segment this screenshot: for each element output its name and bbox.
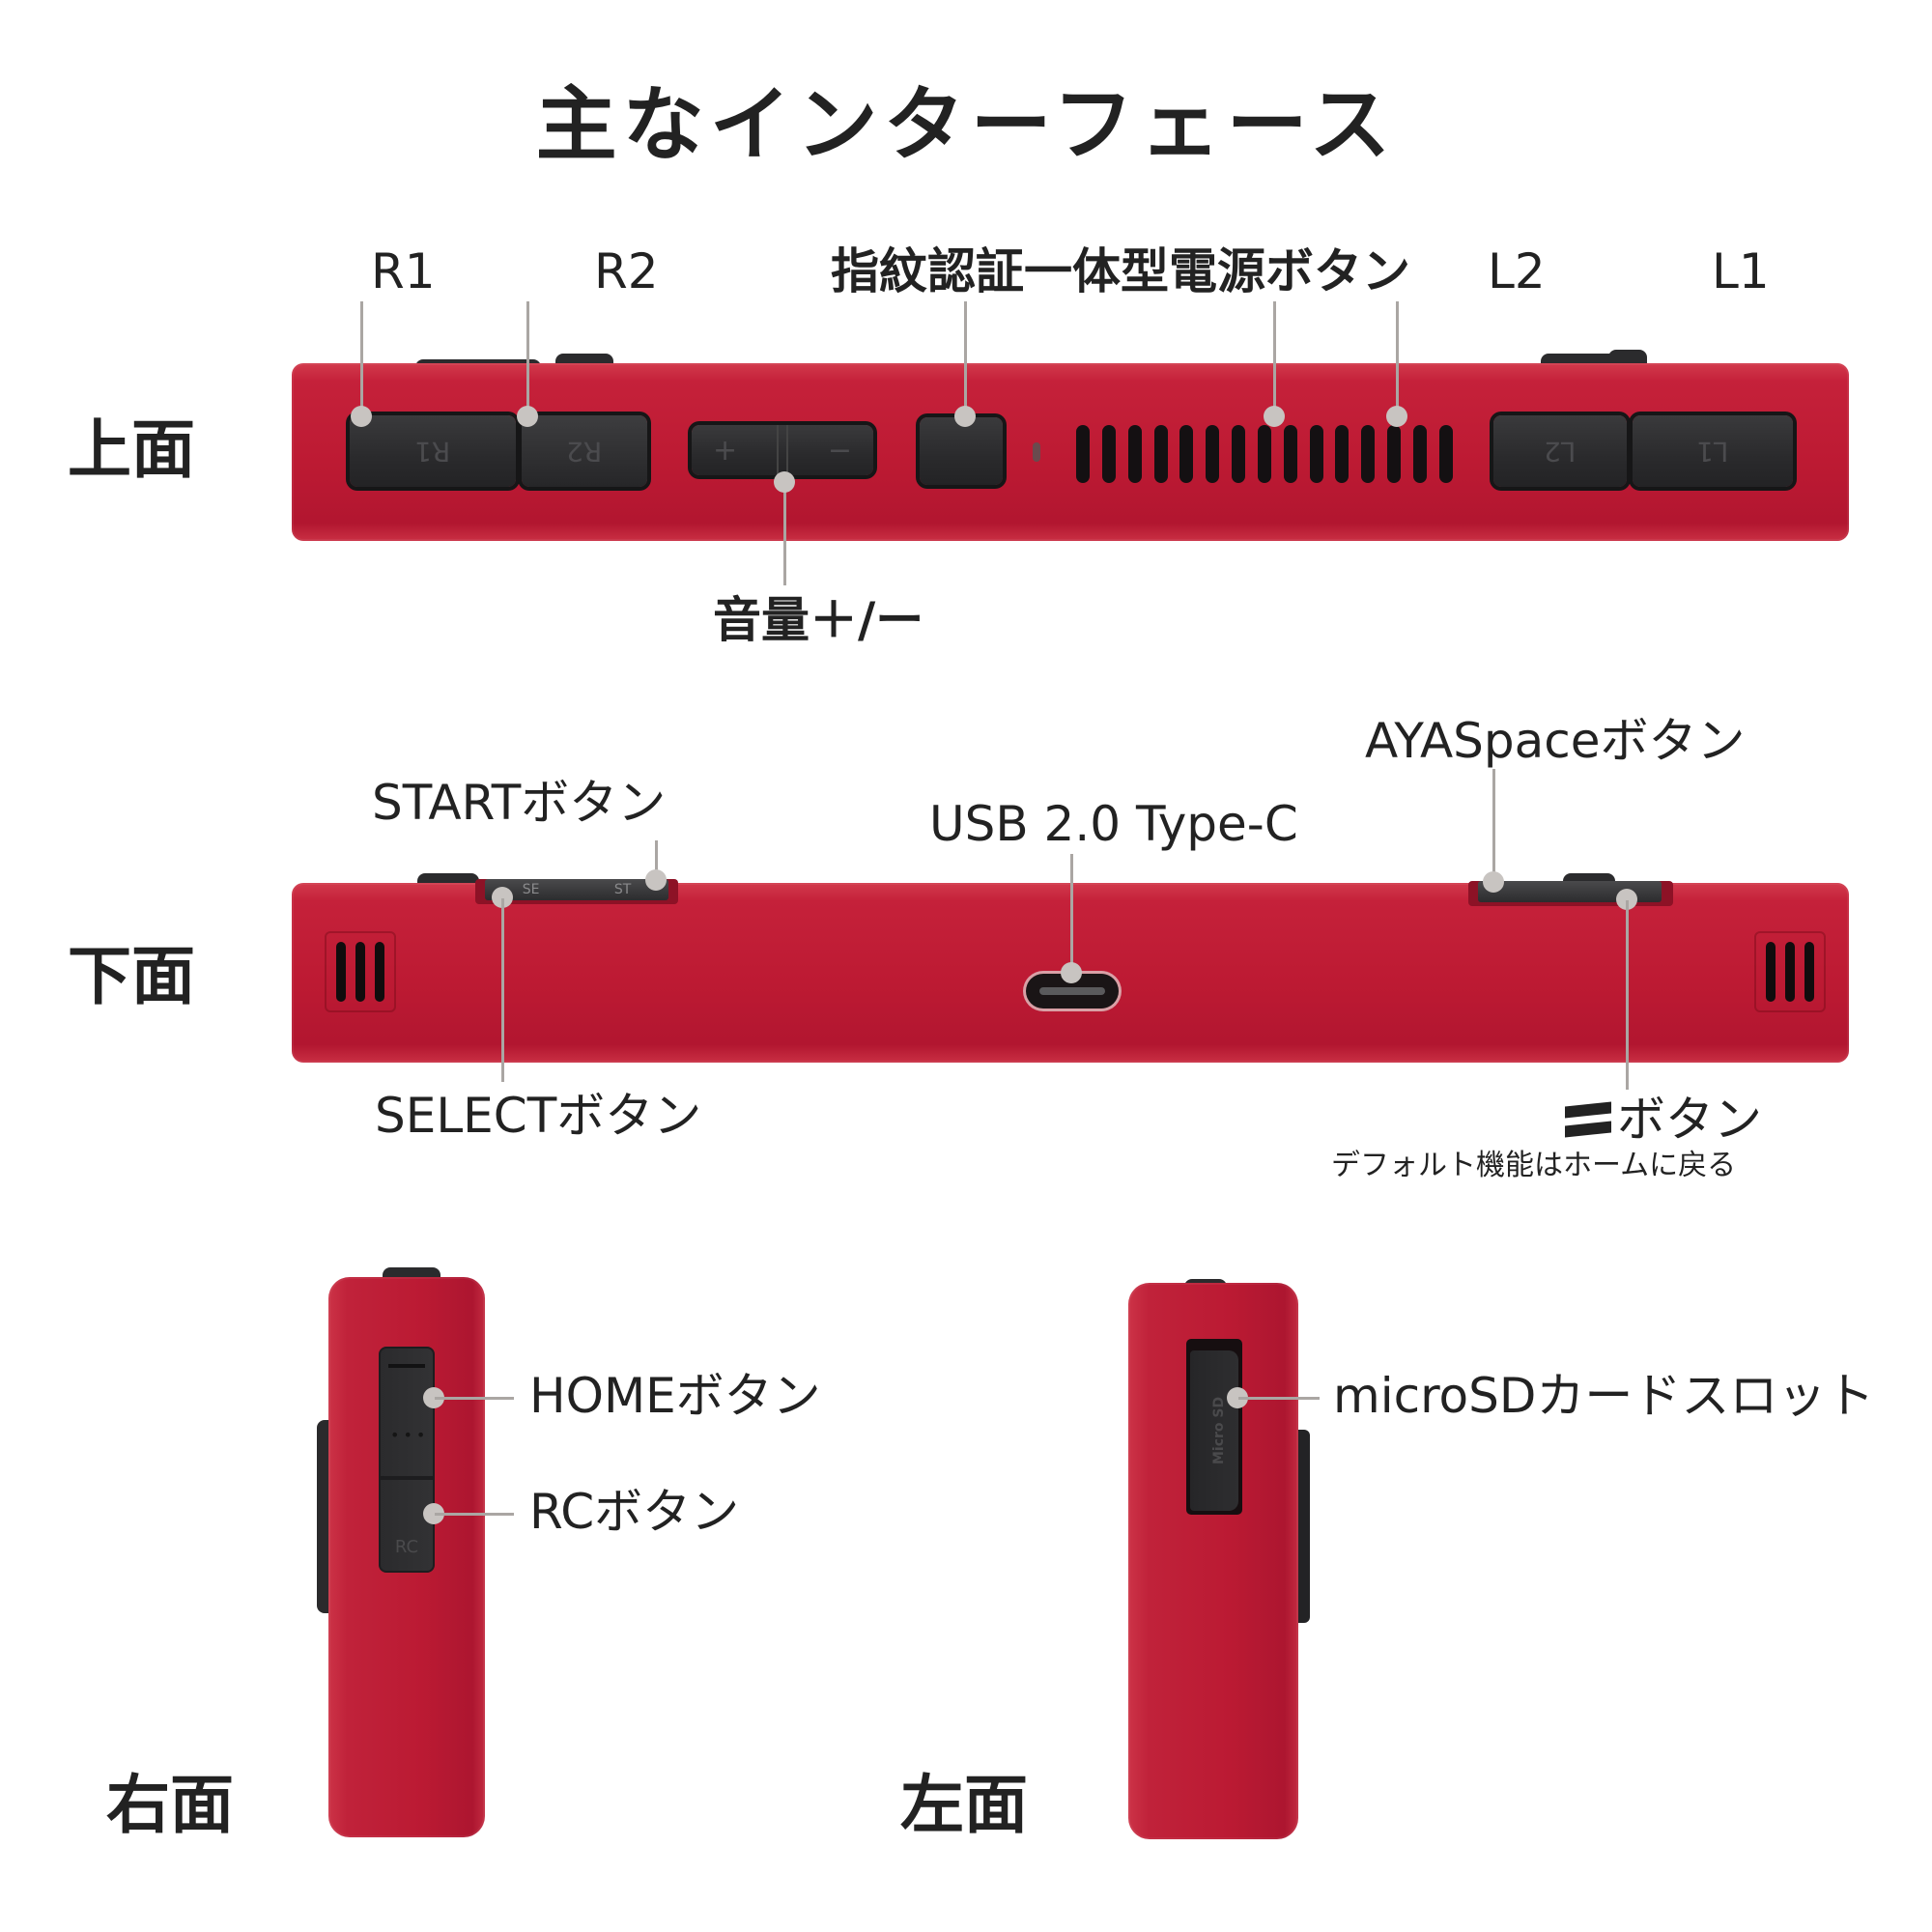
right-view-label: 右面 [106,1768,234,1842]
power-marker [954,406,976,427]
menu-note: デフォルト機能はホームに戻る [1331,1149,1737,1182]
home-marker [423,1387,444,1408]
microsd-slot-cover[interactable]: Micro SD [1190,1350,1238,1511]
microsd-leader [1238,1397,1320,1400]
select-start-rocker[interactable]: SE ST [485,879,668,900]
r2-marker [517,406,538,427]
select-marker [492,887,513,908]
r2-button-mark: R2 [566,435,603,468]
usb-marker [1061,962,1082,983]
ayaspace-leader [1492,769,1495,877]
r2-leader [526,301,529,413]
volume-plus-mark: + [713,433,738,468]
rc-button[interactable]: RC [381,1480,433,1571]
menu-icon [1565,1101,1611,1138]
microsd-mark: Micro SD [1211,1396,1227,1464]
rc-mark: RC [394,1537,419,1557]
rc-leader [435,1513,514,1516]
shoulder-bump [417,873,479,885]
l2-button-mark: L2 [1544,435,1577,468]
speaker-grill-right [1754,931,1826,1012]
r1-leader [360,301,363,413]
usb-label: USB 2.0 Type-C [929,796,1298,852]
home-leader [435,1397,514,1400]
ayaspace-label: AYASpaceボタン [1365,713,1746,769]
page-title: 主なインターフェース [535,77,1397,172]
microsd-label: microSDカードスロット [1333,1368,1875,1424]
rc-marker [423,1503,444,1524]
menu-marker [1616,889,1637,910]
select-label: SELECTボタン [375,1088,702,1144]
l2-button[interactable]: L2 [1493,415,1627,487]
l2-leader [1273,301,1276,413]
power-label: 指紋認証一体型電源ボタン [831,243,1410,299]
start-mark: ST [613,882,632,897]
volume-marker [774,471,795,493]
home-label: HOMEボタン [529,1368,821,1424]
rc-label: RCボタン [529,1484,740,1540]
bottom-view-label: 下面 [68,939,195,1013]
home-button[interactable]: ••• [381,1349,433,1476]
select-leader [501,898,504,1082]
l1-button[interactable]: L1 [1633,415,1793,487]
usb-leader [1070,854,1073,970]
r1-button-mark: R1 [414,435,451,468]
menu-label-text: ボタン [1617,1092,1762,1148]
start-label: STARTボタン [372,775,667,831]
start-marker [645,869,667,891]
r2-label: R2 [594,243,659,299]
ayaspace-marker [1483,871,1504,893]
volume-label: 音量＋/ー [713,592,924,648]
l1-button-mark: L1 [1696,435,1729,468]
start-leader [655,840,658,877]
volume-leader [783,481,786,585]
menu-label: ボタン [1565,1095,1762,1144]
fingerprint-power-button[interactable] [920,417,1003,485]
speaker-grill-left [325,931,396,1012]
volume-center-ridge [777,425,788,475]
select-mark: SE [522,882,540,897]
ayaspace-menu-rocker[interactable] [1478,881,1662,902]
microsd-marker [1227,1387,1248,1408]
r1-button[interactable]: R1 [350,415,516,487]
l1-leader [1396,301,1399,413]
r1-label: R1 [371,243,436,299]
l2-marker [1264,406,1285,427]
l1-label: L1 [1712,243,1770,299]
volume-minus-mark: − [827,433,852,468]
top-vent [1076,425,1453,483]
menu-leader [1626,900,1629,1090]
left-view-label: 左面 [900,1768,1028,1842]
top-view-label: 上面 [68,412,195,487]
l1-marker [1386,406,1407,427]
status-led [1033,442,1040,462]
r1-marker [351,406,372,427]
l2-label: L2 [1488,243,1546,299]
volume-rocker[interactable]: + − [692,425,873,475]
r2-button[interactable]: R2 [522,415,647,487]
power-leader [964,301,967,413]
